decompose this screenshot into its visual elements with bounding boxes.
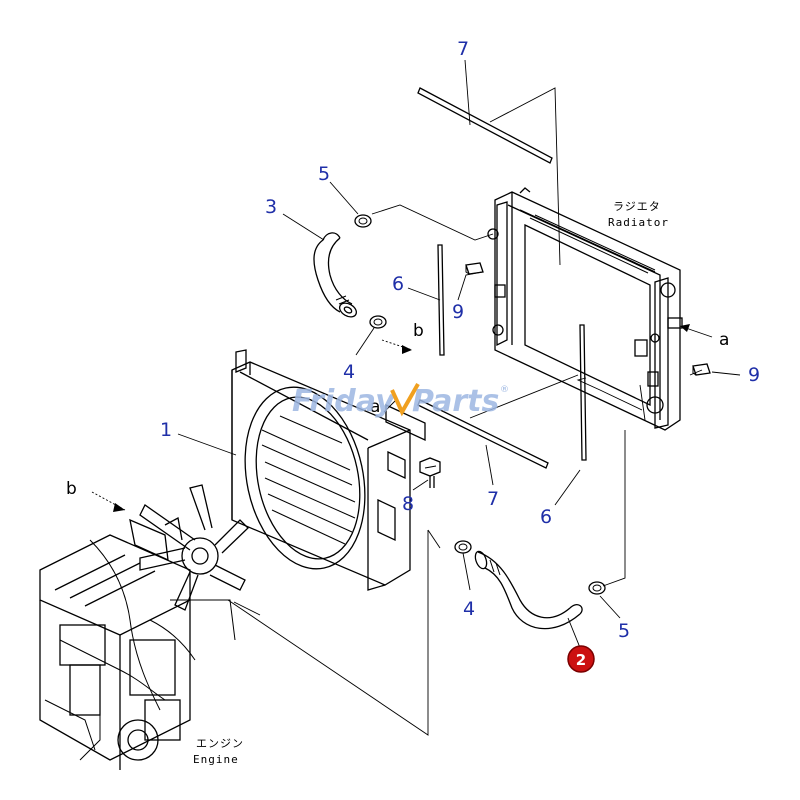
engine-label-jp: エンジン bbox=[196, 737, 244, 750]
callout-2-badge: 2 bbox=[567, 645, 595, 673]
bolt-8 bbox=[419, 457, 441, 488]
callout-3: 3 bbox=[265, 196, 277, 218]
arrow-a-right bbox=[679, 324, 713, 338]
arrow-b-upper bbox=[381, 339, 413, 354]
watermark-text-1: Friday bbox=[292, 384, 396, 419]
watermark-check-icon bbox=[390, 383, 420, 417]
engine-assembly bbox=[39, 484, 249, 770]
callout-6-left: 6 bbox=[392, 273, 404, 295]
callout-7-top: 7 bbox=[457, 38, 469, 60]
clamp-5-lower bbox=[588, 581, 606, 595]
watermark-logo: Friday Parts ® bbox=[292, 383, 509, 419]
seal-strip-6-left bbox=[437, 244, 445, 356]
upper-hose-3 bbox=[313, 232, 358, 318]
callout-6-right: 6 bbox=[540, 506, 552, 528]
callout-5-top: 5 bbox=[318, 163, 330, 185]
arrow-label-a-middle: a bbox=[370, 397, 380, 417]
radiator-label-en: Radiator bbox=[608, 216, 669, 229]
arrow-label-a-right: a bbox=[719, 330, 729, 350]
arrow-b-lower bbox=[91, 491, 126, 512]
callout-1: 1 bbox=[160, 419, 172, 441]
bracket-9-upper bbox=[465, 262, 484, 275]
seal-strip-6-right bbox=[579, 324, 587, 461]
clamp-4-upper bbox=[369, 315, 387, 329]
engine-label-en: Engine bbox=[193, 753, 239, 766]
callout-4-upper: 4 bbox=[343, 361, 355, 383]
bracket-9-lower bbox=[692, 363, 711, 376]
callout-8: 8 bbox=[402, 493, 414, 515]
lower-hose-2 bbox=[474, 550, 583, 630]
assembly-lines bbox=[177, 59, 741, 736]
callout-4-lower: 4 bbox=[463, 598, 475, 620]
seal-strip-7-upper bbox=[417, 87, 553, 164]
watermark-registered: ® bbox=[500, 385, 509, 395]
seal-strip-7-lower bbox=[417, 399, 549, 469]
callout-9-upper: 9 bbox=[452, 301, 464, 323]
callout-2-label: 2 bbox=[576, 651, 586, 669]
arrow-label-b-upper: b bbox=[413, 321, 424, 341]
clamp-5-upper bbox=[354, 214, 372, 228]
watermark-text-2: Parts bbox=[412, 384, 499, 419]
clamp-4-lower bbox=[454, 540, 472, 554]
callout-7-lower: 7 bbox=[487, 488, 499, 510]
callout-9-lower: 9 bbox=[748, 364, 760, 386]
radiator-label-jp: ラジエタ bbox=[613, 200, 661, 213]
callout-5-lower: 5 bbox=[618, 620, 630, 642]
arrow-label-b-lower: b bbox=[66, 479, 77, 499]
fan-shroud-1 bbox=[231, 349, 426, 591]
